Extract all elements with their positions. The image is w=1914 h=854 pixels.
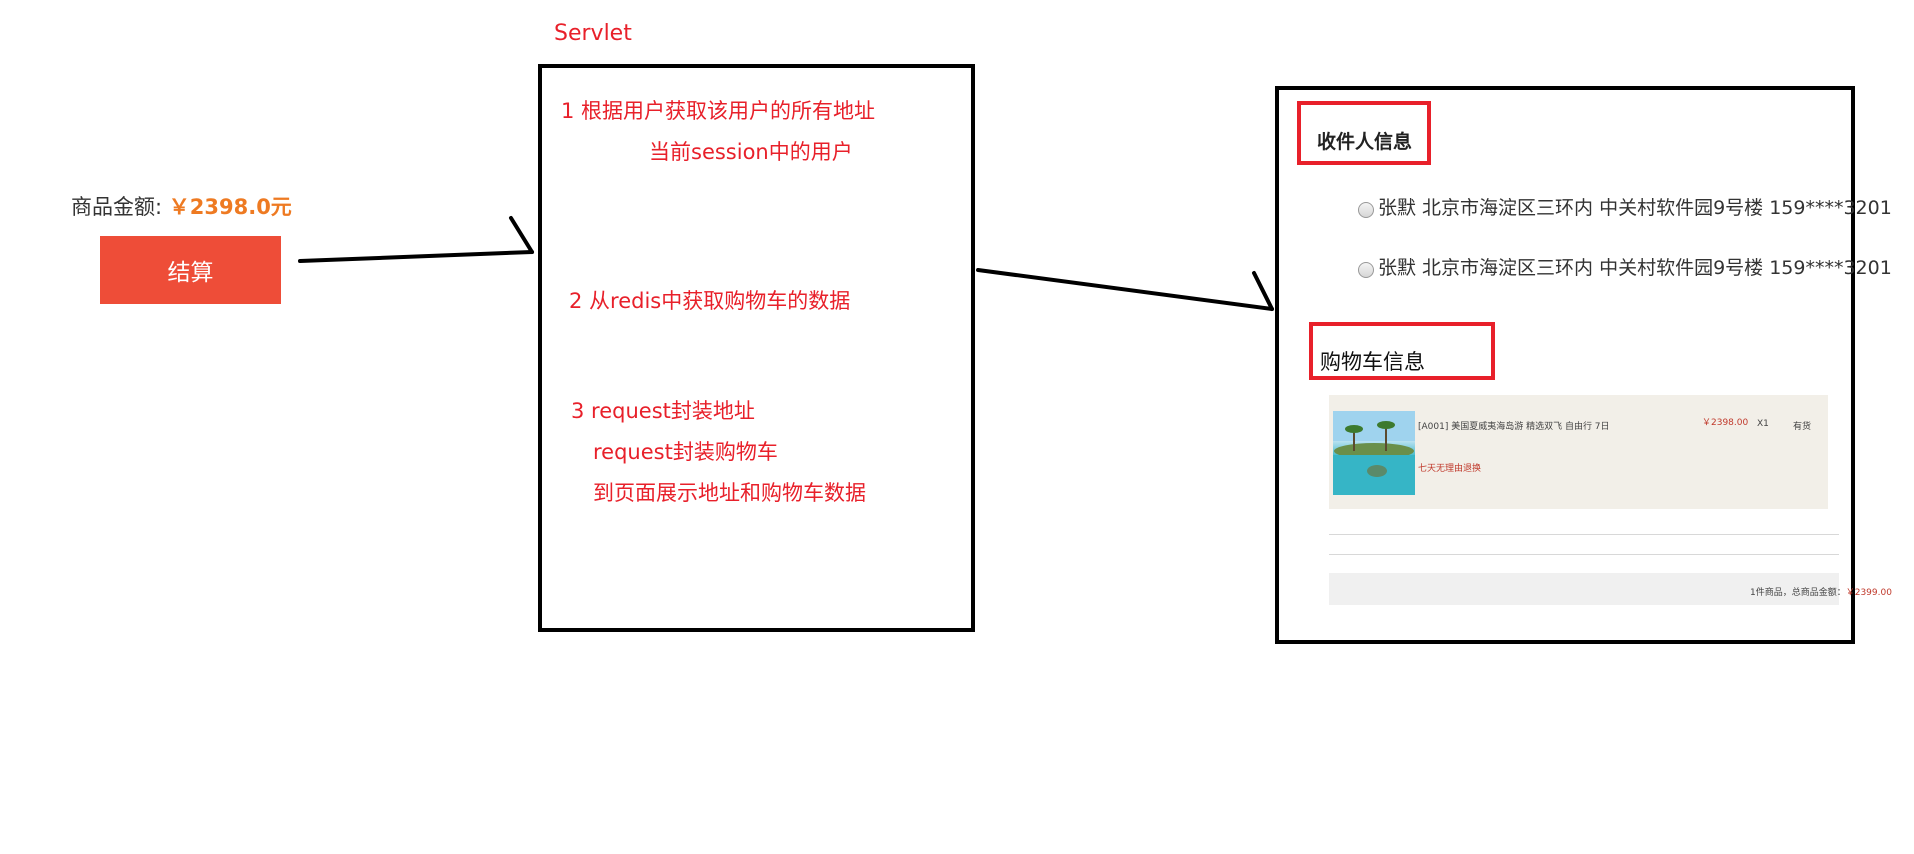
arrow-to-result-head	[1252, 271, 1274, 311]
step1-line1: 1 根据用户获取该用户的所有地址	[561, 99, 876, 123]
step3-line3: 到页面展示地址和购物车数据	[593, 481, 866, 505]
cart-summary: 1件商品，总商品金额：￥2399.00	[1750, 585, 1892, 598]
address-option[interactable]: 张默 北京市海淀区三环内 中关村软件园9号楼 159****3201	[1358, 193, 1892, 220]
amount-value: ￥2398.0元	[168, 195, 292, 219]
address-text: 张默 北京市海淀区三环内 中关村软件园9号楼 159****3201	[1378, 257, 1892, 279]
cart-title: 购物车信息	[1320, 350, 1425, 374]
recipient-highlight	[1297, 101, 1431, 165]
radio-button[interactable]	[1358, 261, 1374, 278]
result-panel	[1275, 86, 1855, 644]
step1-line2: 当前session中的用户	[649, 140, 853, 164]
recipient-title: 收件人信息	[1317, 131, 1413, 153]
cart-item-name[interactable]: [A001] 美国夏威夷海岛游 精选双飞 自由行 7日	[1418, 422, 1610, 432]
cart-item-price: ￥2398.00	[1702, 418, 1749, 428]
cart-item-qty: X1	[1757, 419, 1769, 429]
servlet-box	[538, 64, 975, 632]
product-thumbnail	[1333, 411, 1415, 495]
step3-line1: 3 request封装地址	[571, 399, 755, 423]
divider	[1329, 554, 1839, 555]
cart-highlight	[1309, 322, 1495, 380]
cart-summary-bar	[1329, 573, 1839, 605]
address-text: 张默 北京市海淀区三环内 中关村软件园9号楼 159****3201	[1378, 197, 1892, 219]
checkout-button[interactable]: 结算	[100, 236, 281, 304]
arrow-to-servlet	[298, 250, 534, 263]
cart-item-status: 有货	[1793, 422, 1812, 432]
cart-item-tag: 七天无理由退换	[1418, 464, 1482, 474]
amount-row: 商品金额: ￥2398.0元	[71, 191, 292, 221]
arrow-to-servlet-head	[509, 216, 534, 254]
step3-line2: request封装购物车	[593, 440, 778, 464]
summary-total: ￥2399.00	[1845, 588, 1892, 598]
servlet-title: Servlet	[554, 21, 632, 46]
address-option[interactable]: 张默 北京市海淀区三环内 中关村软件园9号楼 159****3201	[1358, 253, 1892, 280]
arrow-to-result	[976, 268, 1274, 311]
island-image-icon	[1333, 411, 1415, 495]
summary-count: 1件商品，总商品金额：	[1750, 588, 1846, 598]
amount-label: 商品金额:	[71, 195, 163, 219]
step2: 2 从redis中获取购物车的数据	[569, 289, 851, 313]
radio-button[interactable]	[1358, 201, 1374, 218]
divider	[1329, 534, 1839, 535]
